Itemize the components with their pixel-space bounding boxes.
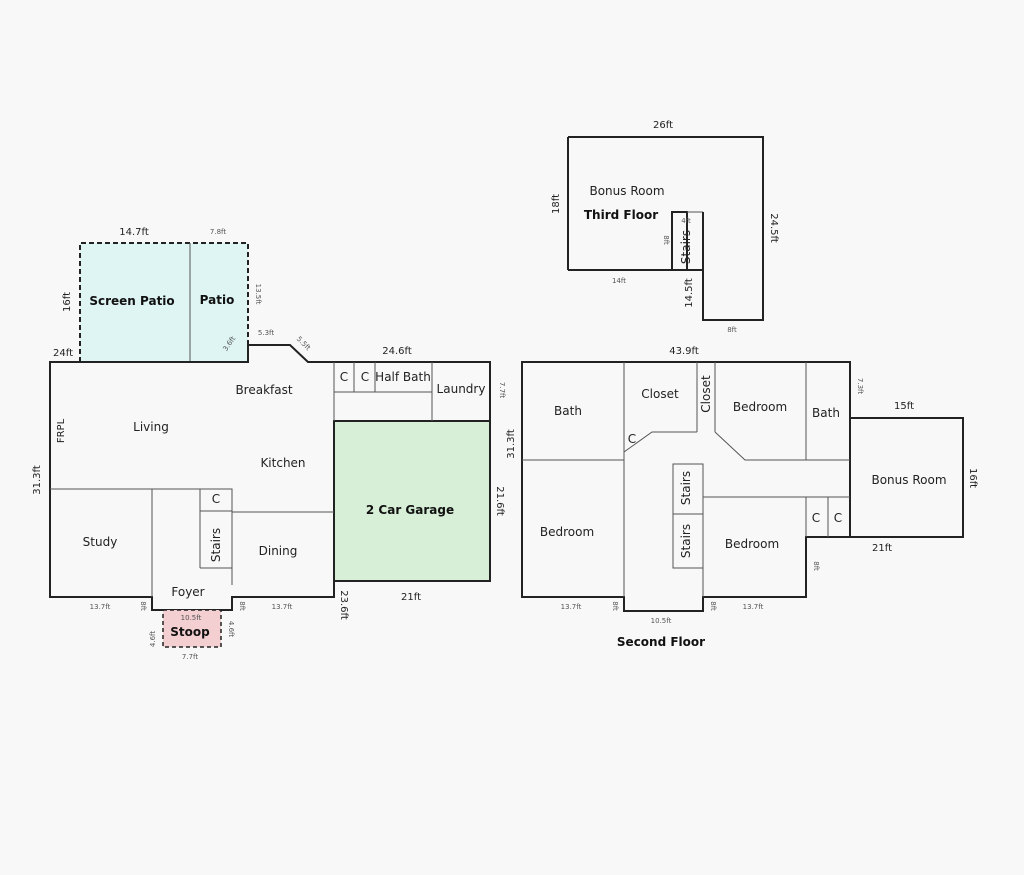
dim-third-bottom-right: 8ft <box>727 326 737 334</box>
dim-third-stairs-height: 14.5ft <box>684 278 695 308</box>
dim-foyer-tick-left: 8ft <box>139 601 147 611</box>
dim-second-bonus-height: 16ft <box>967 468 978 488</box>
dim-second-bottom-left: 13.7ft <box>561 603 582 611</box>
second-floor-title: Second Floor <box>617 635 705 649</box>
first-stairs-label: Stairs <box>209 528 223 562</box>
dim-garage-height: 21.6ft <box>494 486 505 516</box>
dim-third-bottom-left: 14ft <box>612 277 626 285</box>
second-bedroom-top-label: Bedroom <box>733 400 787 414</box>
dim-screen-patio-width: 14.7ft <box>119 227 149 238</box>
frpl-label: FRPL <box>56 418 67 443</box>
dim-second-tick-right: 8ft <box>709 601 717 611</box>
closet-hall-wall <box>623 431 697 453</box>
garage-label: 2 Car Garage <box>366 503 454 517</box>
patio-outline <box>79 242 249 362</box>
dining-label: Dining <box>259 544 298 558</box>
dim-second-notch-height: 7.3ft <box>856 378 864 394</box>
third-bonus-room-label: Bonus Room <box>589 184 664 198</box>
dim-stoop-width: 10.5ft <box>181 614 202 622</box>
first-closet-label: C <box>212 492 220 506</box>
dim-third-left-height: 18ft <box>551 194 562 214</box>
dim-second-bonus-width: 15ft <box>894 401 914 412</box>
second-bath-right-label: Bath <box>812 406 840 420</box>
living-label: Living <box>133 420 169 434</box>
dim-patio-width: 7.8ft <box>210 228 226 236</box>
dim-stoop-height-right: 4.6ft <box>227 621 235 637</box>
breakfast-label: Breakfast <box>235 383 292 397</box>
dim-laundry-height: 7.7ft <box>498 382 506 398</box>
dim-second-step: 8ft <box>812 561 820 571</box>
second-stairs-top-label: Stairs <box>679 471 693 505</box>
dim-stoop-height-left: 4.6ft <box>149 631 157 647</box>
dim-foyer-tick-right: 8ft <box>238 601 246 611</box>
second-bedroom-mid-label: Bedroom <box>725 537 779 551</box>
dim-second-top: 43.9ft <box>669 346 699 357</box>
third-stairs-label: Stairs <box>679 230 693 264</box>
second-bedroom-left-label: Bedroom <box>540 525 594 539</box>
patio-label: Patio <box>200 293 235 307</box>
first-floor: Screen Patio Patio Breakfast Living Kitc… <box>32 227 506 661</box>
dim-bottom-left: 13.7ft <box>90 603 111 611</box>
second-bath-label: Bath <box>554 404 582 418</box>
laundry-label: Laundry <box>437 382 486 396</box>
half-bath-label: Half Bath <box>375 370 431 384</box>
second-closet-label: Closet <box>641 387 679 401</box>
second-closet-c2-label: C <box>812 511 820 525</box>
dim-second-bottom-right: 13.7ft <box>743 603 764 611</box>
dim-stoop-bottom: 7.7ft <box>182 653 198 661</box>
dim-patio-height: 13.5ft <box>254 284 262 305</box>
third-floor: Bonus Room Third Floor Stairs 26ft 18ft … <box>551 120 779 334</box>
dim-third-stairs-left: 8ft <box>662 235 670 245</box>
second-closet-c-label: C <box>628 432 636 446</box>
dim-notch-a: 5.3ft <box>258 329 274 337</box>
dim-left-height: 31.3ft <box>32 465 43 495</box>
dim-top-right: 24.6ft <box>382 346 412 357</box>
third-floor-title: Third Floor <box>584 208 658 222</box>
patio-area <box>190 243 248 362</box>
dim-third-right-height: 24.5ft <box>768 213 779 243</box>
dim-second-tick-left: 8ft <box>611 601 619 611</box>
second-floor-outline <box>521 361 964 612</box>
dim-third-top: 26ft <box>653 120 673 131</box>
dim-second-center: 10.5ft <box>651 617 672 625</box>
utility-closet-1-label: C <box>340 370 348 384</box>
first-floor-outline <box>49 344 491 611</box>
screen-patio-area <box>80 243 190 362</box>
stoop-label: Stoop <box>170 625 210 639</box>
dim-garage-side: 23.6ft <box>338 590 349 620</box>
foyer-label: Foyer <box>171 585 204 599</box>
kitchen-label: Kitchen <box>260 456 305 470</box>
dim-left-top: 24ft <box>53 348 73 359</box>
second-bonus-room-label: Bonus Room <box>871 473 946 487</box>
study-label: Study <box>83 535 118 549</box>
dim-notch-b: 5.5ft <box>295 335 312 352</box>
second-stairs-bottom-label: Stairs <box>679 524 693 558</box>
dim-screen-patio-height: 16ft <box>62 292 73 312</box>
second-closet-c3-label: C <box>834 511 842 525</box>
dim-second-left-height: 31.3ft <box>506 429 517 459</box>
dim-garage-width: 21ft <box>401 592 421 603</box>
third-floor-outline <box>568 136 764 321</box>
utility-closet-2-label: C <box>361 370 369 384</box>
screen-patio-label: Screen Patio <box>89 294 174 308</box>
dim-bottom-right: 13.7ft <box>272 603 293 611</box>
second-closet-vertical-label: Closet <box>699 375 713 413</box>
second-floor: Bath Closet Closet Bedroom Bath C Stairs… <box>506 346 978 649</box>
dim-third-stairs-top: 4ft <box>681 217 691 225</box>
dim-second-bonus-bottom: 21ft <box>872 543 892 554</box>
stoop-area <box>162 609 222 648</box>
garage-area <box>333 420 491 582</box>
bedroom-top-wall <box>714 431 850 461</box>
